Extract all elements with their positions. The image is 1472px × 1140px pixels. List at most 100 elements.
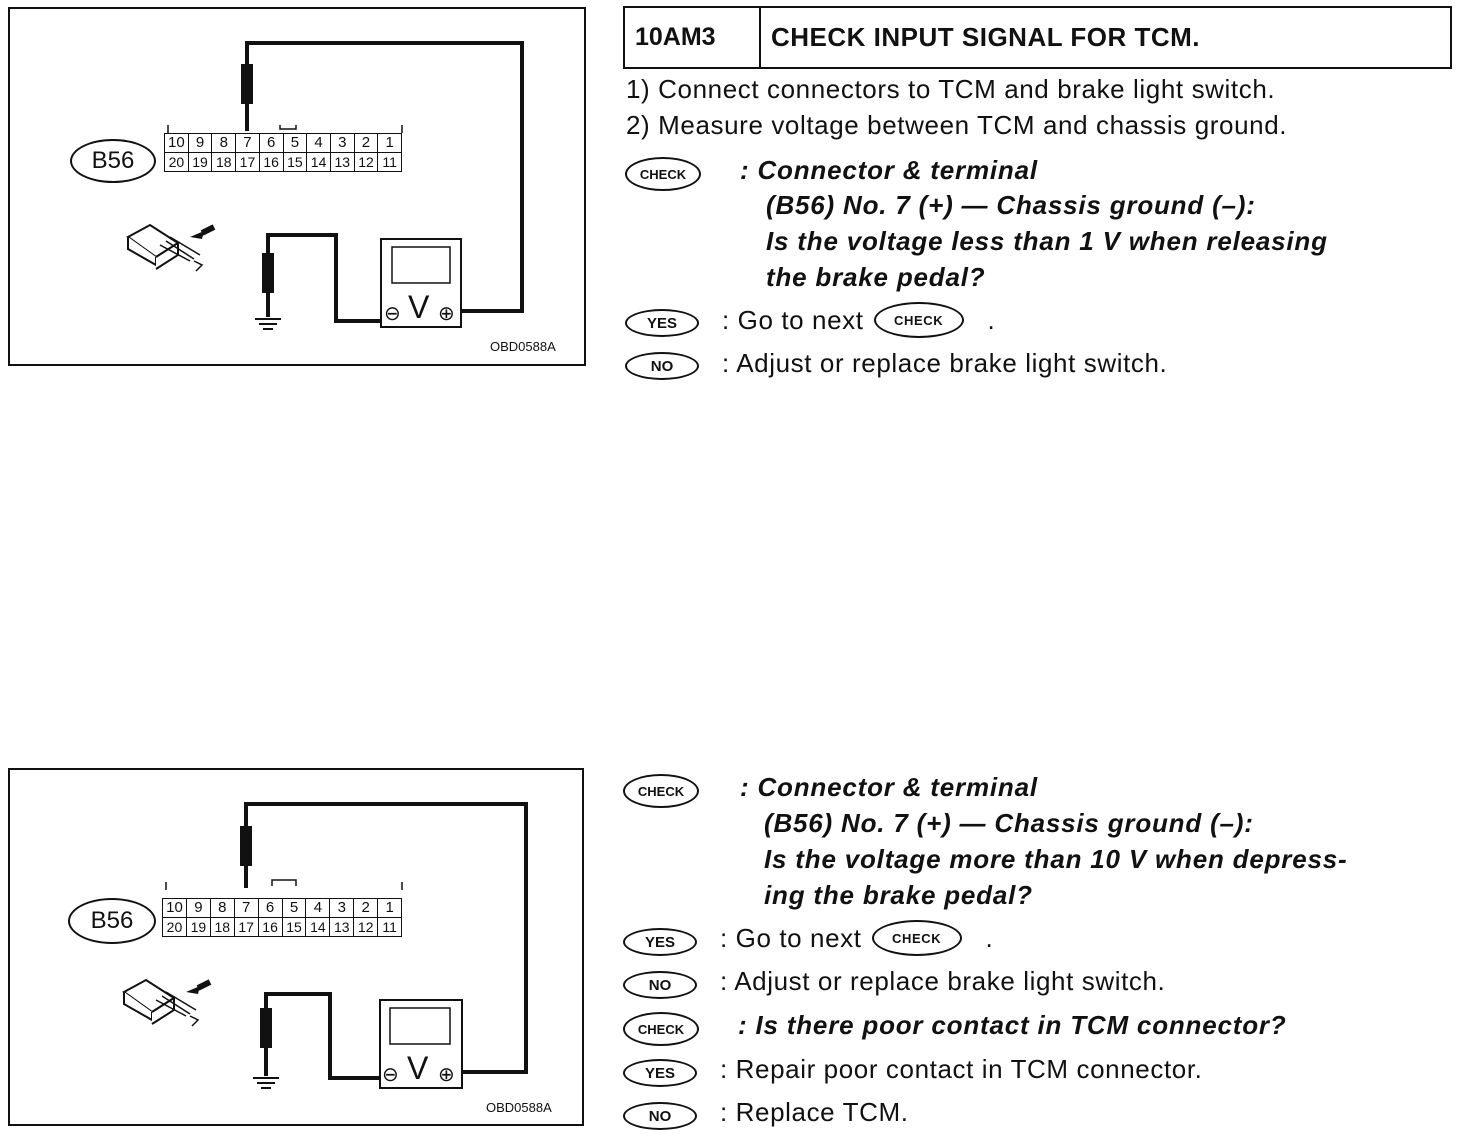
check1-yes-prefix: : Go to next [722, 304, 864, 335]
yes-badge: YES [625, 309, 699, 337]
pin: 12 [355, 153, 379, 171]
check1-yes-text: : Go to next CHECK . [722, 302, 996, 340]
pin-grid: 10 9 8 7 6 5 4 3 2 1 20 19 18 17 16 15 1… [164, 133, 402, 172]
pin-row-bottom: 20 19 18 17 16 15 14 13 12 11 [164, 152, 402, 172]
yes-badge: YES [623, 928, 697, 956]
plug-illustration [122, 978, 212, 1027]
pin: 7 [236, 134, 260, 152]
pin: 3 [330, 899, 355, 917]
procedure-step-1: 1) Connect connectors to TCM and brake l… [626, 74, 1276, 104]
connector-label-badge: B56 [68, 898, 156, 944]
pin-grid: 10 9 8 7 6 5 4 3 2 1 20 19 18 17 16 15 1… [162, 898, 402, 937]
no-badge: NO [623, 1102, 697, 1130]
pin: 6 [259, 899, 283, 917]
step-header: 10AM3 CHECK INPUT SIGNAL FOR TCM. [623, 6, 1452, 69]
pin: 4 [306, 899, 331, 917]
pin: 2 [355, 134, 379, 152]
check1-line2: (B56) No. 7 (+) — Chassis ground (–): [766, 190, 1256, 220]
check-badge-inline: CHECK [873, 302, 964, 338]
pin: 20 [163, 918, 187, 936]
check2-yes-suffix: . [985, 922, 994, 953]
step-title: CHECK INPUT SIGNAL FOR TCM. [771, 22, 1201, 52]
check-badge: CHECK [623, 1012, 699, 1046]
check2-line1: : Connector & terminal [740, 772, 1038, 802]
pin-row-bottom: 20 19 18 17 16 15 14 13 12 11 [162, 917, 402, 937]
pin: 14 [307, 153, 331, 171]
pin: 10 [163, 899, 187, 917]
pin: 19 [187, 918, 211, 936]
wiring-diagram-top: B56 10 9 8 7 6 5 4 3 2 1 20 19 18 17 16 … [8, 7, 586, 366]
pin: 13 [330, 918, 355, 936]
procedure-step-2: 2) Measure voltage between TCM and chass… [626, 110, 1288, 140]
check3-no-text: : Replace TCM. [720, 1097, 909, 1127]
pin: 8 [212, 134, 237, 152]
figure-code: OBD0588A [490, 339, 556, 354]
connector-label: B56 [90, 907, 134, 934]
pin: 17 [235, 918, 259, 936]
check1-line4: the brake pedal? [766, 262, 986, 292]
pin: 15 [284, 153, 308, 171]
check2-yes-text: : Go to next CHECK . [720, 920, 994, 958]
pin: 11 [382, 919, 397, 935]
check2-line4: ing the brake pedal? [764, 880, 1033, 910]
pin: 8 [211, 899, 235, 917]
pin: 10 [165, 134, 189, 152]
pin: 2 [354, 899, 379, 917]
plug-illustration [126, 223, 216, 272]
pin: 1 [385, 899, 394, 916]
meter-plus-terminal: ⊕ [438, 303, 455, 325]
meter-v-symbol: V [407, 1050, 429, 1086]
connector-b56-pins [167, 125, 403, 133]
no-badge: NO [625, 352, 699, 380]
pin-row-top: 10 9 8 7 6 5 4 3 2 1 [162, 898, 402, 917]
pin: 7 [235, 899, 259, 917]
pin: 18 [211, 918, 235, 936]
pin: 20 [165, 153, 189, 171]
meter-minus-terminal: ⊖ [382, 1064, 399, 1086]
yes-badge: YES [623, 1059, 697, 1087]
pin: 18 [212, 153, 237, 171]
pin: 17 [236, 153, 260, 171]
step-id: 10AM3 [625, 8, 761, 67]
pin: 15 [283, 918, 307, 936]
pin: 4 [307, 134, 331, 152]
pin: 14 [306, 918, 331, 936]
check1-line1: : Connector & terminal [740, 155, 1038, 185]
pin: 5 [283, 899, 307, 917]
check1-yes-suffix: . [987, 304, 996, 335]
connector-label-badge: B56 [70, 139, 156, 183]
connector-label: B56 [91, 147, 135, 174]
figure-code: OBD0588A [486, 1100, 552, 1115]
pin: 5 [284, 134, 308, 152]
check2-yes-prefix: : Go to next [720, 922, 862, 953]
check2-line2: (B56) No. 7 (+) — Chassis ground (–): [764, 808, 1254, 838]
pin: 1 [385, 134, 394, 151]
pin-row-top: 10 9 8 7 6 5 4 3 2 1 [164, 133, 402, 152]
diagram-drawing [122, 802, 528, 1089]
check-badge: CHECK [625, 157, 701, 191]
check1-no-text: : Adjust or replace brake light switch. [722, 348, 1168, 378]
no-badge: NO [623, 971, 697, 999]
check1-line3: Is the voltage less than 1 V when releas… [766, 226, 1328, 256]
pin: 6 [260, 134, 284, 152]
check2-line3: Is the voltage more than 10 V when depre… [764, 844, 1348, 874]
check2-no-text: : Adjust or replace brake light switch. [720, 966, 1166, 996]
pin: 9 [187, 899, 211, 917]
wiring-diagram-bottom: B56 10 9 8 7 6 5 4 3 2 1 20 19 18 17 16 … [8, 768, 584, 1126]
pin: 3 [331, 134, 355, 152]
check-badge-inline: CHECK [871, 920, 962, 956]
meter-minus-terminal: ⊖ [384, 303, 401, 325]
pin: 19 [189, 153, 213, 171]
pin: 16 [260, 153, 284, 171]
pin: 12 [354, 918, 379, 936]
diagram-drawing [126, 41, 524, 330]
meter-v-symbol: V [408, 289, 430, 325]
pin: 9 [189, 134, 213, 152]
check-badge: CHECK [623, 774, 699, 808]
meter-plus-terminal: ⊕ [438, 1064, 455, 1086]
pin: 16 [259, 918, 283, 936]
pin: 13 [331, 153, 355, 171]
pin: 11 [382, 154, 397, 170]
check3-question: : Is there poor contact in TCM connector… [738, 1010, 1287, 1040]
check3-yes-text: : Repair poor contact in TCM connector. [720, 1054, 1203, 1084]
